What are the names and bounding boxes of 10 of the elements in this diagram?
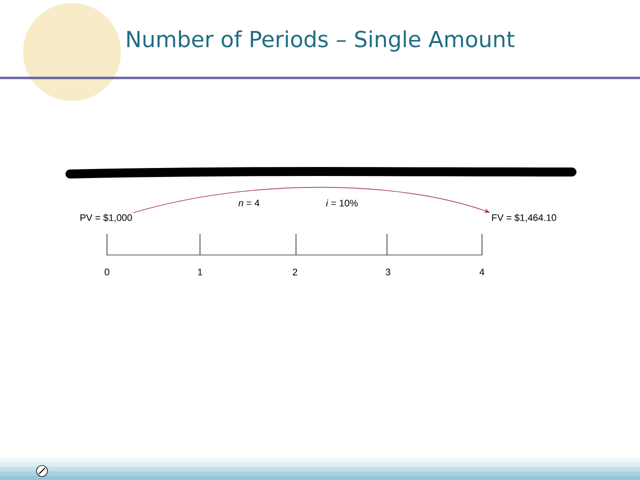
tick-label: 4 [480, 268, 484, 276]
title: Number of Periods – Single Amount [127, 30, 514, 52]
rate-label: i = 10% [326, 200, 358, 206]
value-label: FV = $1,464.10 [492, 214, 556, 222]
tick-label: 3 [386, 268, 390, 276]
period-label: n = 4 [238, 200, 260, 206]
tick-label: 0 [104, 268, 110, 276]
tick-label: 2 [292, 268, 298, 276]
tick-label: 1 [198, 268, 202, 276]
value-label: PV = $1,000 [80, 214, 132, 222]
